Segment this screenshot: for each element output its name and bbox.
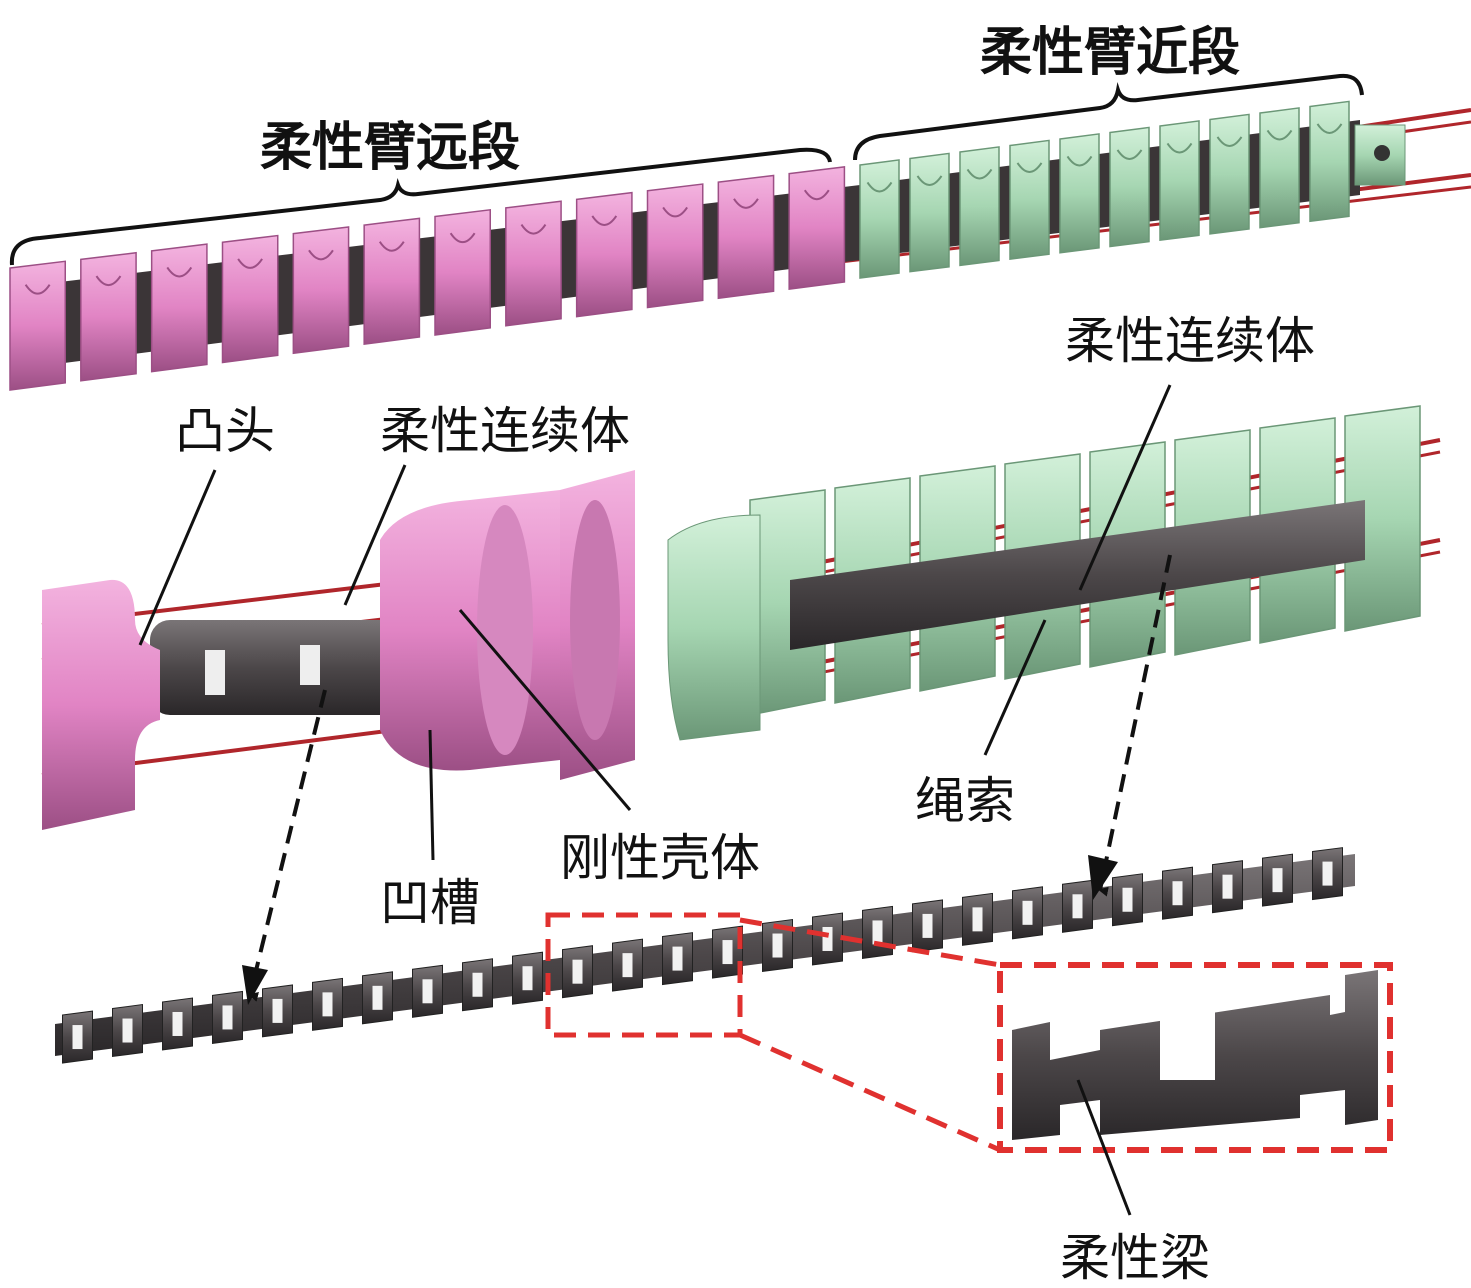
distal-section-brace: [9, 147, 832, 266]
arrow-head-right: [1088, 855, 1118, 900]
proximal-ring: [1259, 107, 1300, 229]
distal-ring: [575, 191, 633, 318]
label-continuum-right: 柔性连续体: [1065, 312, 1315, 370]
zoom-inset-box: [997, 962, 1393, 1153]
label-distal-section: 柔性臂远段: [260, 118, 520, 178]
label-continuum-left: 柔性连续体: [380, 402, 630, 460]
label-boss: 凸头: [175, 402, 275, 460]
proximal-ring: [1159, 120, 1200, 242]
distal-ring: [646, 183, 704, 309]
label-cable: 绳索: [915, 772, 1015, 830]
distal-ring: [292, 226, 350, 355]
arrow-head-left: [242, 965, 268, 1005]
label-flexible-beam: 柔性梁: [1060, 1229, 1210, 1287]
proximal-ring: [1209, 113, 1250, 235]
flexible-continuum-rod: [55, 847, 1355, 1064]
leader-lines: [138, 384, 1172, 1216]
distal-ring: [434, 208, 491, 336]
distal-ring: [717, 174, 775, 300]
proximal-detail-view: [667, 405, 1441, 741]
label-rigid-shell: 刚性壳体: [560, 829, 760, 887]
distal-ring: [788, 166, 846, 291]
proximal-ring: [1059, 133, 1100, 254]
proximal-ring: [909, 152, 950, 273]
distal-ring: [221, 234, 279, 364]
distal-detail-view: [41, 470, 635, 830]
proximal-ring: [1009, 139, 1050, 260]
distal-ring: [9, 260, 66, 391]
distal-ring: [80, 251, 137, 382]
proximal-ring: [859, 159, 900, 279]
dashed-arrows: [248, 554, 1172, 1002]
proximal-ring: [1109, 126, 1150, 248]
proximal-section-brace: [853, 73, 1364, 161]
proximal-ring: [1309, 100, 1350, 223]
distal-ring: [363, 217, 421, 346]
flexible-beam-inset: [545, 912, 1393, 1153]
proximal-ring: [959, 146, 1000, 267]
zoom-source-box: [545, 912, 743, 1038]
distal-ring: [505, 200, 562, 327]
distal-ring: [150, 243, 208, 373]
distal-section-arm: [9, 166, 860, 391]
label-proximal-section: 柔性臂近段: [980, 23, 1240, 83]
label-groove: 凹槽: [380, 874, 480, 932]
proximal-section-arm: [859, 100, 1406, 279]
